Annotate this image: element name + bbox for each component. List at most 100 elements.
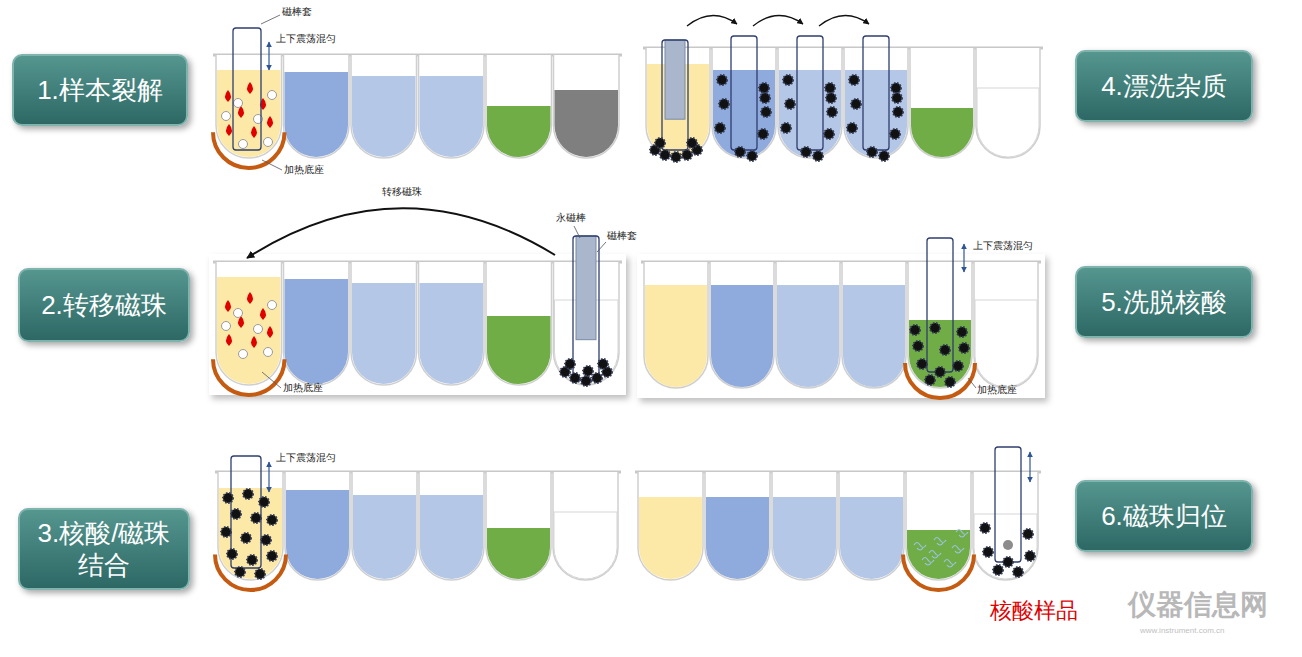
- callout-label: 加热底座: [283, 382, 323, 394]
- rod-sleeve: [797, 36, 823, 150]
- reagent-liquid: [285, 279, 349, 384]
- magnetic-bead: [735, 147, 745, 157]
- magnetic-bead: [867, 147, 877, 157]
- tube-well: [486, 262, 552, 385]
- heating-base: [213, 359, 285, 395]
- reagent-liquid: [907, 530, 970, 579]
- magnetic-bead: [592, 373, 602, 383]
- magnetic-bead: [255, 569, 265, 579]
- reagent-liquid: [487, 106, 551, 157]
- magnetic-bead: [565, 359, 575, 369]
- arrow-label: 转移磁珠: [382, 186, 422, 198]
- callout-label: 上下震荡混匀: [276, 452, 336, 464]
- tube-well: [772, 472, 837, 580]
- move-arrow: [687, 15, 737, 26]
- tube-strip: [631, 464, 1045, 590]
- tube-well: [842, 262, 906, 388]
- tube-well: [710, 262, 774, 388]
- magnetic-bead: [227, 549, 237, 559]
- panel-ground: [639, 40, 1047, 168]
- leader-line: [262, 372, 281, 388]
- tube-well: [705, 472, 770, 580]
- rod-sleeve: [995, 447, 1021, 562]
- magnetic-bead: [980, 523, 990, 533]
- magnetic-bead: [983, 547, 993, 557]
- magnetic-bead: [890, 129, 900, 139]
- magnetic-bead: [913, 341, 923, 351]
- panel-ground: [631, 464, 1045, 590]
- tube-well: [908, 262, 972, 388]
- magnetic-bead: [267, 515, 277, 525]
- reagent-liquid: [487, 316, 551, 384]
- reagent-liquid: [420, 283, 484, 384]
- reagent-liquid: [779, 70, 841, 157]
- step-label-box: 1.样本裂解: [12, 54, 188, 126]
- bead-free: [268, 301, 277, 310]
- reagent-liquid: [217, 70, 281, 157]
- magnetic-bead: [827, 107, 837, 117]
- magnetic-bead: [655, 138, 665, 148]
- bead-free: [222, 112, 231, 121]
- magnetic-bead: [849, 75, 859, 85]
- rod-sleeve: [233, 28, 261, 150]
- tube-well: [906, 472, 971, 580]
- reagent-liquid: [286, 490, 349, 579]
- watermark: 仪器信息网: [1128, 588, 1268, 622]
- tube-well: [839, 472, 904, 580]
- reagent-liquid: [911, 108, 973, 157]
- panel-ground: [209, 47, 626, 168]
- bead-free: [222, 322, 231, 331]
- leader-line: [574, 226, 580, 238]
- magnetic-bead: [851, 99, 861, 109]
- magnetic-bead: [243, 489, 253, 499]
- callout-label: 磁棒套: [282, 6, 312, 18]
- tube-strip: [639, 40, 1047, 168]
- tube-well: [974, 262, 1038, 388]
- bead-free: [234, 99, 243, 108]
- magnetic-bead: [813, 151, 823, 161]
- step-title: 2.转移磁珠: [41, 289, 167, 322]
- cell-sample: [267, 116, 273, 128]
- magnetic-bead: [826, 93, 836, 103]
- tube-well: [216, 262, 282, 385]
- step-title: 6.磁珠归位: [1101, 500, 1227, 533]
- nucleic-acid: [934, 538, 946, 546]
- reagent-liquid: [713, 70, 775, 157]
- magnetic-bead: [993, 565, 1003, 575]
- tube-well: [284, 55, 350, 158]
- callout-label: 永磁棒: [556, 212, 586, 224]
- reagent-liquid: [711, 285, 773, 387]
- step-title: 1.样本裂解: [37, 74, 163, 107]
- callout-label: 上下震荡混匀: [276, 33, 336, 45]
- leader-line: [597, 242, 606, 252]
- leader-line: [262, 160, 282, 170]
- callout-label: 磁棒套: [607, 230, 637, 242]
- reagent-liquid: [974, 514, 1037, 579]
- cell-sample: [251, 336, 257, 348]
- magnetic-bead: [759, 83, 769, 93]
- bead-free: [264, 348, 273, 357]
- reagent-liquid: [352, 76, 416, 157]
- step-label-box: 6.磁珠归位: [1075, 480, 1253, 552]
- magnetic-bead: [715, 123, 725, 133]
- panel-ground: [637, 254, 1045, 398]
- tube-well: [351, 262, 417, 385]
- leader-line: [968, 378, 976, 388]
- magnetic-bead: [1023, 529, 1033, 539]
- magnetic-bead: [917, 359, 927, 369]
- magnetic-bead: [598, 359, 608, 369]
- tube-well: [644, 262, 708, 388]
- reagent-liquid: [773, 497, 836, 579]
- magnetic-bead: [925, 375, 935, 385]
- bead-free: [239, 350, 248, 359]
- reagent-liquid: [219, 488, 282, 579]
- step-label-box: 2.转移磁珠: [18, 268, 190, 342]
- tube-well: [352, 472, 417, 580]
- magnetic-bead: [660, 150, 670, 160]
- magnetic-bead: [892, 93, 902, 103]
- tube-well: [486, 472, 551, 580]
- magnetic-bead: [959, 343, 969, 353]
- magnet-rod: [665, 40, 685, 119]
- magnetic-bead: [231, 509, 241, 519]
- magnetic-bead: [682, 150, 692, 160]
